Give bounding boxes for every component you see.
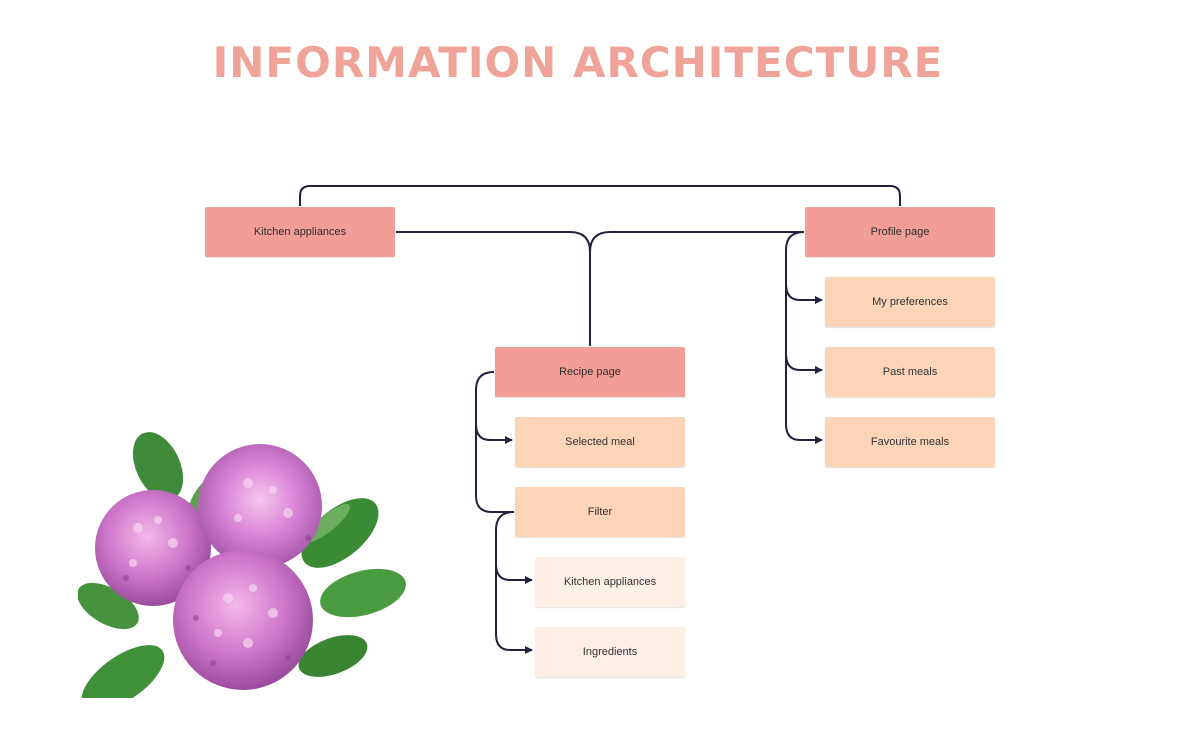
clover-bloom-icon: [95, 444, 322, 690]
connector-filter-children: [495, 511, 515, 651]
clover-flower-image: [78, 432, 406, 698]
arrow-past-meals: [785, 353, 823, 374]
node-profile-page: Profile page: [805, 207, 995, 257]
connector-top-link: [299, 185, 901, 206]
node-my-preferences: My preferences: [825, 277, 995, 327]
page-title: INFORMATION ARCHITECTURE: [212, 38, 944, 87]
arrow-filter-kitchen-appliances: [495, 563, 533, 584]
leaf-icon: [78, 432, 406, 698]
node-kitchen-appliances: Kitchen appliances: [205, 207, 395, 257]
node-recipe-page: Recipe page: [495, 347, 685, 397]
node-past-meals: Past meals: [825, 347, 995, 397]
node-filter: Filter: [515, 487, 685, 537]
connector-kitchen-to-recipe: [396, 231, 591, 346]
connector-recipe-to-profile: [589, 231, 804, 253]
node-filter-kitchen-appliances: Kitchen appliances: [535, 557, 685, 607]
arrow-selected-meal: [475, 423, 513, 444]
connector-recipe-children: [475, 371, 514, 513]
node-ingredients: Ingredients: [535, 627, 685, 677]
arrow-my-preferences: [785, 283, 823, 304]
node-selected-meal: Selected meal: [515, 417, 685, 467]
node-favourite-meals: Favourite meals: [825, 417, 995, 467]
connector-profile-children: [785, 231, 805, 441]
